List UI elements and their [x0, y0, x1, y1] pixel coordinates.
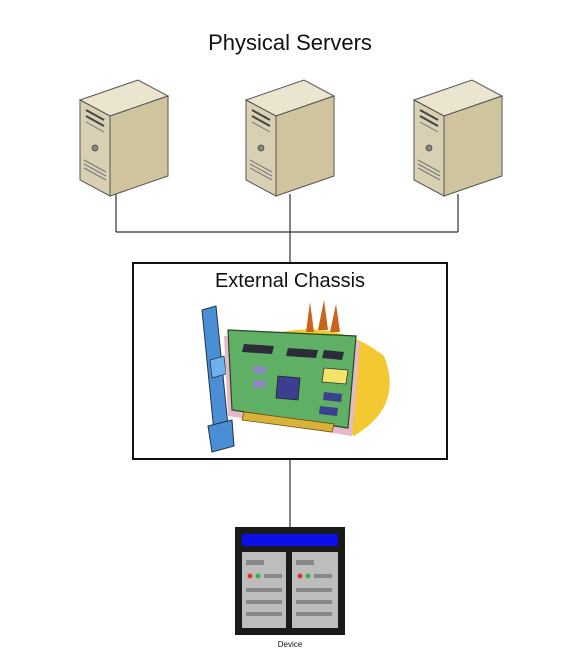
server-tower-icon — [244, 79, 336, 197]
pcie-card-icon — [201, 300, 390, 453]
external-chassis-box: External Chassis — [132, 262, 448, 460]
server-tower-icon — [78, 79, 170, 197]
chassis-label: External Chassis — [214, 270, 366, 292]
diagram-title: Physical Servers — [208, 30, 372, 55]
server-tower-icon — [412, 79, 504, 197]
device-label: Device — [277, 640, 303, 649]
device-icon — [235, 527, 345, 635]
